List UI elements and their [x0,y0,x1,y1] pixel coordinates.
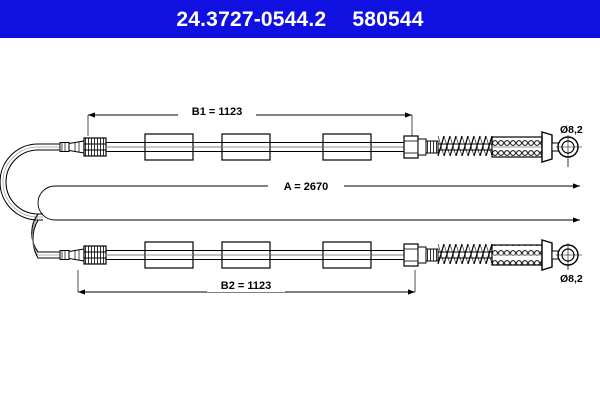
diameter-label-upper: Ø8,2 [560,124,583,136]
cable-end-nipple-lower [59,250,70,260]
cable-guide-blocks-lower [144,241,372,269]
ribbed-sleeve-upper [491,136,543,158]
cable-guide-blocks-upper [144,133,372,161]
cable-ferrule-upper [68,140,85,154]
cable-eyelet-lower [541,239,582,271]
dimension-a: A = 2670 [37,179,580,223]
cable-collar-lower [83,245,107,265]
cable-u-bend-lower [31,213,67,259]
cable-adjuster-nut-lower [403,243,439,267]
dimension-b2: B2 = 1123 [77,270,416,295]
part-number-label: 24.3727-0544.2 [176,7,327,31]
ribbed-sleeve-lower [491,244,543,266]
diameter-label-lower: Ø8,2 [560,273,583,285]
coil-spring-lower [437,243,493,265]
cable-eyelet-upper [541,131,582,163]
cable-u-bend-upper [0,143,67,221]
cable-end-nipple-upper [59,142,70,152]
diameter-callout-lower: Ø8,2 [560,265,583,285]
upper-cable-assembly: Ø8,2 [0,124,583,221]
dimension-a-label: A = 2670 [284,181,329,193]
dimension-b2-label: B2 = 1123 [221,280,271,292]
diameter-callout-upper: Ø8,2 [560,124,583,167]
dimension-b1: B1 = 1123 [87,104,413,136]
lower-cable-assembly: Ø8,2 [31,213,583,285]
coil-spring-upper [437,135,493,157]
reference-number-label: 580544 [352,7,424,31]
cable-adjuster-nut-upper [403,135,439,159]
cable-ferrule-lower [68,248,85,262]
dimension-b1-label: B1 = 1123 [192,106,242,118]
cable-collar-upper [83,137,107,157]
title-bar: 24.3727-0544.2 580544 [0,0,600,38]
technical-drawing: Ø8,2 B1 = 1123 A = 2670 [0,38,600,400]
